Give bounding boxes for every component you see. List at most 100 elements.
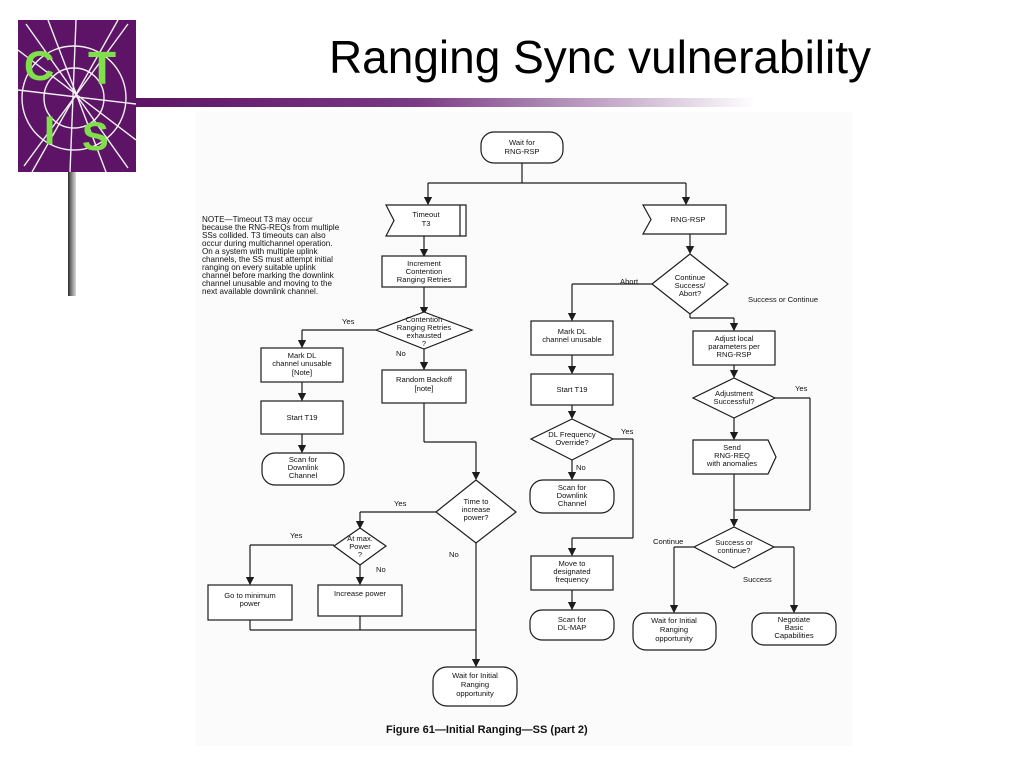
edge-label-yes-adjust: Yes [795,384,808,393]
svg-text:Negotiate: Negotiate [778,615,811,624]
edge-label-continue: Continue [653,537,683,546]
edge-label-yes-exhausted: Yes [342,317,355,326]
edge-label-success-or-continue: Success or Continue [748,295,818,304]
svg-text:opportunity: opportunity [456,689,494,698]
node-adjust-local-parameters: Adjust local parameters per RNG-RSP [692,330,776,366]
edge-label-abort: Abort [620,277,639,286]
svg-text:RNG-RSP: RNG-RSP [670,215,705,224]
svg-text:channel unusable: channel unusable [272,359,332,368]
logo-glyph-t: T [88,42,116,94]
svg-text:Mark DL: Mark DL [558,327,587,336]
node-start-t19-left: Start T19 [260,400,344,435]
svg-text:designated: designated [553,567,590,576]
svg-text:Continue: Continue [675,273,705,282]
edge-label-no-exhausted: No [396,349,406,358]
svg-text:On a system with multiple upli: On a system with multiple uplink [202,247,319,256]
svg-text:Adjust local: Adjust local [715,334,754,343]
svg-text:Scan for: Scan for [558,615,587,624]
svg-text:Increment: Increment [407,259,442,268]
edge-label-yes-maxpower: Yes [290,531,303,540]
node-move-to-designated-frequency: Move to designated frequency [530,555,614,591]
node-at-max-power-decision: At max. Power ? [332,527,388,566]
svg-text:Abort?: Abort? [679,289,701,298]
svg-text:channel unusable and moving to: channel unusable and moving to the [202,279,333,288]
horizontal-accent-bar [136,98,756,107]
svg-text:Adjustment: Adjustment [715,389,754,398]
svg-text:Successful?: Successful? [714,397,755,406]
svg-text:Go to minimum: Go to minimum [224,591,275,600]
svg-text:Basic: Basic [785,623,804,632]
node-wait-for-rng-rsp: Wait for RNG-RSP [480,131,564,164]
svg-text:Mark DL: Mark DL [288,351,317,360]
svg-text:continue?: continue? [718,546,751,555]
timeout-note: NOTE—Timeout T3 may occur because the RN… [202,215,340,296]
svg-text:next available downlink channe: next available downlink channel. [202,287,318,296]
node-negotiate-basic-capabilities: Negotiate Basic Capabilities [751,612,837,646]
svg-text:Start T19: Start T19 [286,413,317,422]
edge-label-no-time: No [449,550,459,559]
logo-glyph-i: I [44,109,55,153]
svg-text:[Note]: [Note] [292,368,312,377]
svg-text:ranging on every suitable upli: ranging on every suitable uplink [202,263,317,272]
figure-caption: Figure 61—Initial Ranging—SS (part 2) [386,724,588,736]
svg-text:because the RNG-REQs from mult: because the RNG-REQs from multiple [202,223,340,232]
node-random-backoff: Random Backoff [note] [381,369,467,404]
svg-text:Time to: Time to [463,497,488,506]
svg-text:increase: increase [462,505,491,514]
svg-text:T3: T3 [422,219,431,228]
svg-text:channel before marking the dow: channel before marking the downlink [202,271,335,280]
svg-text:Ranging Retries: Ranging Retries [397,275,452,284]
svg-text:Scan for: Scan for [289,455,318,464]
svg-text:?: ? [358,550,362,559]
svg-text:exhausted: exhausted [406,331,441,340]
svg-text:RNG-REQ: RNG-REQ [714,451,750,460]
svg-text:Power: Power [349,542,371,551]
svg-text:Ranging: Ranging [660,625,688,634]
node-timeout-t3: Timeout T3 [385,204,467,237]
node-success-or-continue-decision: Success or continue? [692,526,776,569]
svg-text:RNG-RSP: RNG-RSP [504,147,539,156]
svg-text:Scan for: Scan for [558,483,587,492]
svg-text:Override?: Override? [555,438,588,447]
node-dl-frequency-override-decision: DL Frequency Override? [529,418,615,461]
node-start-t19-right: Start T19 [530,373,614,406]
svg-text:Send: Send [723,443,741,452]
svg-text:Move to: Move to [558,559,585,568]
flowchart: Wait for RNG-RSP Timeout T3 RNG-RSP Incr… [202,131,837,736]
svg-text:Contention: Contention [406,267,443,276]
node-retries-exhausted-decision: Contention Ranging Retries exhausted ? [374,311,474,350]
vertical-accent-bar [68,172,76,296]
edge-label-no-maxpower: No [376,565,386,574]
svg-text:Random Backoff: Random Backoff [396,375,453,384]
svg-text:opportunity: opportunity [655,634,693,643]
connectors [245,163,811,668]
edge-label-no-override: No [576,463,586,472]
node-increase-power: Increase power [317,584,403,617]
svg-text:Wait for Initial: Wait for Initial [452,671,498,680]
node-rng-rsp-signal: RNG-RSP [641,204,727,235]
node-mark-dl-unusable-right: Mark DL channel unusable [530,320,614,356]
svg-text:DL Frequency: DL Frequency [548,430,596,439]
svg-text:Downlink: Downlink [557,491,588,500]
svg-text:with anomalies: with anomalies [706,459,757,468]
node-increment-retries: Increment Contention Ranging Retries [381,255,467,288]
flowchart-figure: Wait for RNG-RSP Timeout T3 RNG-RSP Incr… [196,112,852,746]
node-send-rng-req: Send RNG-REQ with anomalies [692,439,777,475]
svg-text:occur during multichannel oper: occur during multichannel operation. [202,239,332,248]
logo-art: C T I S [18,20,136,172]
logo: C T I S [18,20,136,172]
svg-text:SSs collided. T3 timeouts can: SSs collided. T3 timeouts can also [202,231,326,240]
svg-text:Increase power: Increase power [334,589,386,598]
svg-text:At max.: At max. [347,534,373,543]
node-mark-dl-unusable-left: Mark DL channel unusable [Note] [260,347,344,383]
edge-label-success: Success [743,575,772,584]
svg-text:Downlink: Downlink [288,463,319,472]
svg-text:?: ? [422,339,426,348]
node-scan-downlink-right: Scan for Downlink Channel [529,479,615,514]
logo-glyph-s: S [82,115,109,159]
slide-title: Ranging Sync vulnerability [328,31,872,83]
node-wait-initial-ranging-mid: Wait for Initial Ranging opportunity [432,666,518,707]
svg-text:Channel: Channel [558,499,587,508]
svg-text:RNG-RSP: RNG-RSP [716,350,751,359]
svg-text:NOTE—Timeout T3 may occur: NOTE—Timeout T3 may occur [202,215,313,224]
